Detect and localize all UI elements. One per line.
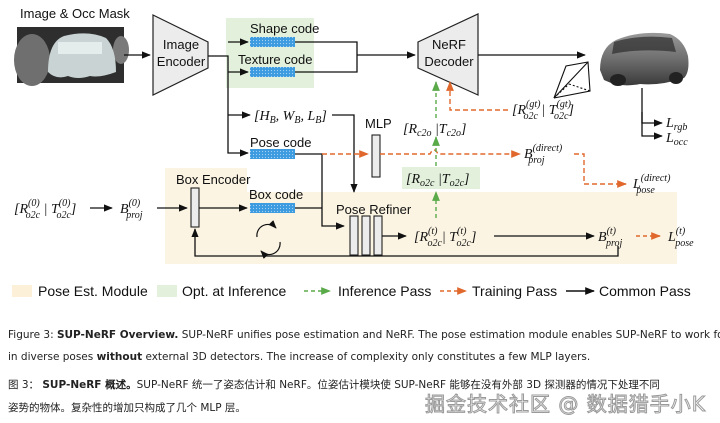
caption-zh-line-1: 图 3： SUP-NeRF 概述。SUP-NeRF 统一了姿态估计和 NeRF。… <box>8 373 660 397</box>
box-encoder-label: Box Encoder <box>176 172 251 187</box>
caption-en-line-1: Figure 3: SUP-NeRF Overview. SUP-NeRF un… <box>8 323 720 347</box>
pose-est-module-region <box>165 192 677 264</box>
camera-frustum-icon <box>553 61 591 99</box>
hwl-label: [HB, WB, LB] <box>254 109 327 126</box>
shape-code-bar <box>250 37 295 47</box>
caption-zh-line-2: 姿势的物体。复杂性的增加只构成了几个 MLP 层。 <box>8 396 246 420</box>
legend-swatch-pose-module <box>12 285 32 297</box>
image-occ-mask-label: Image & Occ Mask <box>20 6 130 21</box>
mlp-block <box>371 134 381 178</box>
legend-label-common: Common Pass <box>599 283 691 299</box>
box-code-label: Box code <box>249 187 303 202</box>
hwl-to-refiner-arrow <box>332 114 358 193</box>
feedback-loop-arrow <box>191 228 619 257</box>
l-occ-label: Locc <box>665 131 688 148</box>
gt-to-decoder-training <box>446 81 508 111</box>
pose-code-to-refiner <box>295 153 345 230</box>
caption-en-title: SUP-NeRF Overview. <box>56 329 179 341</box>
caption-en-line2-a: in diverse poses <box>8 351 97 363</box>
texture-code-label: Texture code <box>238 52 312 67</box>
image-encoder-label-1: Image <box>163 37 199 52</box>
legend-label-training: Training Pass <box>472 283 557 299</box>
caption-en-line2-bold: without <box>96 351 143 363</box>
pose-refiner-layer-1 <box>349 215 359 256</box>
caption-zh-line1-text: SUP-NeRF 统一了姿态估计和 NeRF。位姿估计模块使 SUP-NeRF … <box>136 379 660 391</box>
pose-est-module-region-left <box>165 168 247 194</box>
box-encoder-block <box>190 187 200 228</box>
nerf-decoder-label-2: Decoder <box>424 54 474 69</box>
mlp-label: MLP <box>365 116 392 131</box>
legend-label-opt-inference: Opt. at Inference <box>182 283 286 299</box>
box-code-bar <box>250 203 295 213</box>
opt-inference-region-ro2c <box>402 167 480 189</box>
caption-en-line2-b: external 3D detectors. The increase of c… <box>142 351 591 363</box>
legend-label-pose-module: Pose Est. Module <box>38 283 148 299</box>
nerf-decoder <box>417 13 479 96</box>
direct-bproj-to-loss <box>574 153 627 188</box>
caption-zh-line2-text: 姿势的物体。复杂性的增加只构成了几个 MLP 层。 <box>8 402 246 414</box>
caption-en-line1-text: SUP-NeRF unifies pose estimation and NeR… <box>178 329 720 341</box>
rendered-car <box>600 32 689 86</box>
legend: Pose Est. Module Opt. at Inference Infer… <box>12 283 691 299</box>
pose-code-bar <box>250 149 295 159</box>
pose-refiner-layer-2 <box>361 215 371 256</box>
shape-code-label: Shape code <box>250 21 319 36</box>
watermark: 掘金技术社区 @ 数据猎手小K <box>425 392 706 417</box>
input-image <box>14 27 129 86</box>
legend-swatch-opt-inference <box>157 285 177 297</box>
pose-refiner-label: Pose Refiner <box>336 202 412 217</box>
render-to-locc <box>641 112 663 140</box>
iteration-cycle-icon <box>256 220 281 259</box>
init-pose-label: [R(0)o2c | T(0)o2c] <box>14 198 76 221</box>
refined-pose-label: [R(t)o2c| T(t)o2c] <box>414 226 476 249</box>
texture-code-bar <box>250 67 295 77</box>
encoder-to-pose-code <box>208 55 249 157</box>
mlp-to-direct-bproj-training <box>380 149 521 158</box>
pose-refiner-layer-3 <box>373 215 383 256</box>
codes-merge-line <box>295 41 358 73</box>
caption-zh-title: SUP-NeRF 概述。 <box>42 379 137 391</box>
b-proj-direct-label: B(direct)proj <box>524 143 563 166</box>
caption-zh-prefix: 图 3： <box>8 379 43 391</box>
image-encoder <box>152 14 209 96</box>
init-bproj-label: B(0)proj <box>120 198 143 221</box>
caption-en-line-2: in diverse poses without external 3D det… <box>8 345 590 369</box>
pose-code-label: Pose code <box>250 135 311 150</box>
gt-pose-label: [R(gt)o2c | T(gt)o2c] <box>512 99 574 122</box>
caption-en-prefix: Figure 3: <box>8 329 57 341</box>
sup-nerf-diagram: Image & Occ Mask Image Encoder Shape cod… <box>12 6 694 299</box>
legend-label-inference: Inference Pass <box>338 283 431 299</box>
nerf-decoder-label-1: NeRF <box>432 37 466 52</box>
render-to-lrgb <box>641 88 663 127</box>
image-encoder-label-2: Encoder <box>157 54 206 69</box>
r-c2o-label: [Rc2o |Tc2o] <box>403 122 467 139</box>
